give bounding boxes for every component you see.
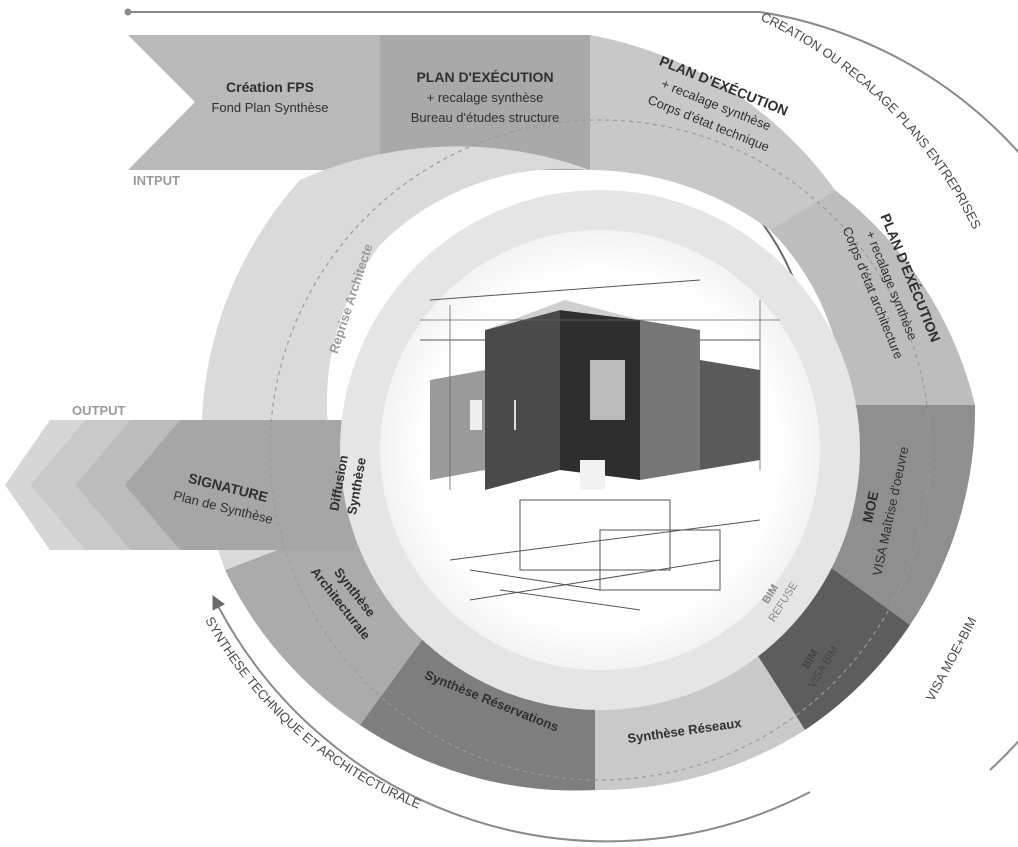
output-label: OUTPUT bbox=[72, 403, 126, 418]
outer-track-start-dot bbox=[124, 8, 132, 16]
plan-structure-title: PLAN D'EXÉCUTION bbox=[416, 69, 553, 85]
output-chevron-3 bbox=[5, 420, 85, 550]
input-label: INTPUT bbox=[133, 173, 180, 188]
ring-segment-top-left bbox=[300, 146, 590, 245]
building-sketch-illustration bbox=[420, 279, 780, 611]
inner-ring-dashed bbox=[269, 119, 931, 781]
outer-label-bottom-right: VISA MOE+BIM bbox=[923, 614, 980, 703]
plan-structure-line2: Bureau d'études structure bbox=[411, 110, 559, 125]
ring-segment-plan-architecture bbox=[770, 190, 975, 405]
outer-arrow-left bbox=[212, 595, 811, 843]
plan-structure-line1: + recalage synthèse bbox=[427, 90, 544, 105]
output-chevron-1 bbox=[75, 420, 180, 550]
ring-segment-plan-technique bbox=[590, 35, 835, 230]
input-band-inner bbox=[380, 35, 590, 170]
moe-title: MOE bbox=[859, 490, 881, 525]
creation-fps-title: Création FPS bbox=[226, 79, 314, 95]
output-chevron-2 bbox=[30, 420, 130, 550]
output-band bbox=[120, 420, 355, 550]
creation-fps-subtitle: Fond Plan Synthèse bbox=[211, 100, 328, 115]
outer-arrow-right bbox=[759, 11, 1018, 771]
